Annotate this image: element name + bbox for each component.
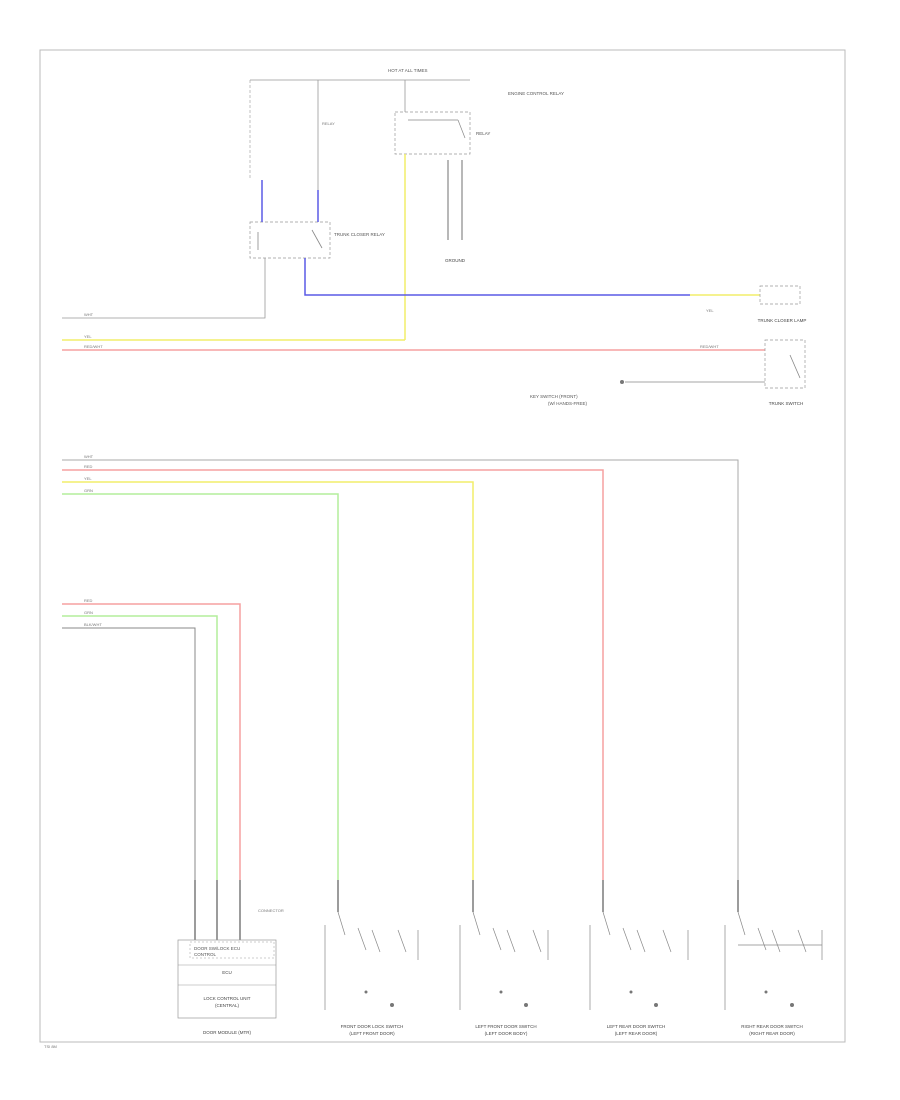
key-switch-label: KEY SWITCH (FRONT) (530, 394, 578, 399)
blue-wire-lamp (304, 258, 690, 296)
ecu-connector-label: CONNECTOR (258, 908, 284, 913)
engine-relay-note: ENGINE CONTROL RELAY (508, 91, 564, 96)
door-switch-4-caption: RIGHT REAR DOOR SWITCH (741, 1024, 802, 1029)
trunk-relay-box (249, 221, 331, 259)
engine-relay-label: RELAY (476, 131, 490, 136)
footer-code: TSI 8M (44, 1044, 57, 1049)
door-switch-3: LEFT REAR DOOR SWITCH (LEFT REAR DOOR) (589, 880, 689, 1036)
white-wire-label: WHT (84, 312, 94, 317)
ecu-box-label: ECU (222, 970, 232, 975)
ecu-box (177, 939, 277, 1019)
ecu-inner-top (189, 941, 275, 959)
red-white-label-right: RED/WHT (700, 344, 719, 349)
green-wire-sw1 (62, 493, 339, 880)
yel-label-left: YEL (84, 334, 92, 339)
engine-relay-switch (457, 119, 466, 139)
trunk-switch (764, 339, 806, 389)
low-label-grn: GRN (84, 610, 93, 615)
trunk-switch-blade (789, 354, 801, 379)
red-wire-ecu (62, 603, 241, 880)
lamp-wire-label: YEL (706, 308, 714, 313)
door-switch-4-sub: (RIGHT REAR DOOR) (749, 1031, 795, 1036)
door-switch-2: LEFT FRONT DOOR SWITCH (LEFT DOOR BODY) (459, 880, 549, 1036)
relay-feed-label: RELAY (322, 121, 335, 126)
grey-wire-sw4 (62, 459, 739, 880)
ecu-sub: CONTROL (194, 952, 216, 957)
ecu-title: DOOR SW/LOCK ECU (194, 946, 240, 951)
black-wire-ecu (62, 627, 196, 880)
door-switch-3-sub: (LEFT REAR DOOR) (615, 1031, 658, 1036)
key-switch-node (620, 380, 624, 384)
red-wire-sw3 (62, 469, 604, 880)
door-switch-2-sub: (LEFT DOOR BODY) (485, 1031, 528, 1036)
red-white-label-left: RED/WHT (84, 344, 103, 349)
green-wire-ecu (62, 615, 218, 880)
ecu-caption: DOOR MODULE (MTR) (203, 1030, 251, 1035)
diagram-frame (39, 49, 846, 1043)
hot-bus-label: HOT AT ALL TIMES (388, 68, 428, 73)
engine-relay-box (394, 111, 471, 155)
key-switch-sub: (W/ HANDS-FREE) (548, 401, 587, 406)
mid-label-grey: WHT (84, 454, 94, 459)
lock-unit: LOCK CONTROL UNIT (203, 996, 250, 1001)
mid-label-red: RED (84, 464, 93, 469)
trunk-relay-label: TRUNK CLOSER RELAY (334, 232, 385, 237)
door-switch-4: RIGHT REAR DOOR SWITCH (RIGHT REAR DOOR) (724, 880, 823, 1036)
low-label-blk: BLK/WHT (84, 622, 102, 627)
trunk-switch-label: TRUNK SWITCH (769, 401, 804, 406)
low-label-red: RED (84, 598, 93, 603)
white-wire-relay (62, 258, 266, 319)
lock-unit-sub: (CENTRAL) (215, 1003, 240, 1008)
trunk-closer-lamp-label: TRUNK CLOSER LAMP (758, 318, 807, 323)
trunk-relay-switch (311, 229, 323, 249)
mid-label-grn: GRN (84, 488, 93, 493)
ground-label: GROUND (445, 258, 466, 263)
door-switch-3-caption: LEFT REAR DOOR SWITCH (607, 1024, 665, 1029)
yellow-wire-sw2 (62, 481, 474, 880)
trunk-closer-lamp (759, 285, 801, 305)
door-switch-1: FRONT DOOR LOCK SWITCH (LEFT FRONT DOOR) (324, 880, 419, 1036)
mid-label-yel: YEL (84, 476, 92, 481)
door-switch-1-sub: (LEFT FRONT DOOR) (349, 1031, 395, 1036)
door-switch-1-caption: FRONT DOOR LOCK SWITCH (341, 1024, 404, 1029)
door-switch-2-caption: LEFT FRONT DOOR SWITCH (475, 1024, 536, 1029)
